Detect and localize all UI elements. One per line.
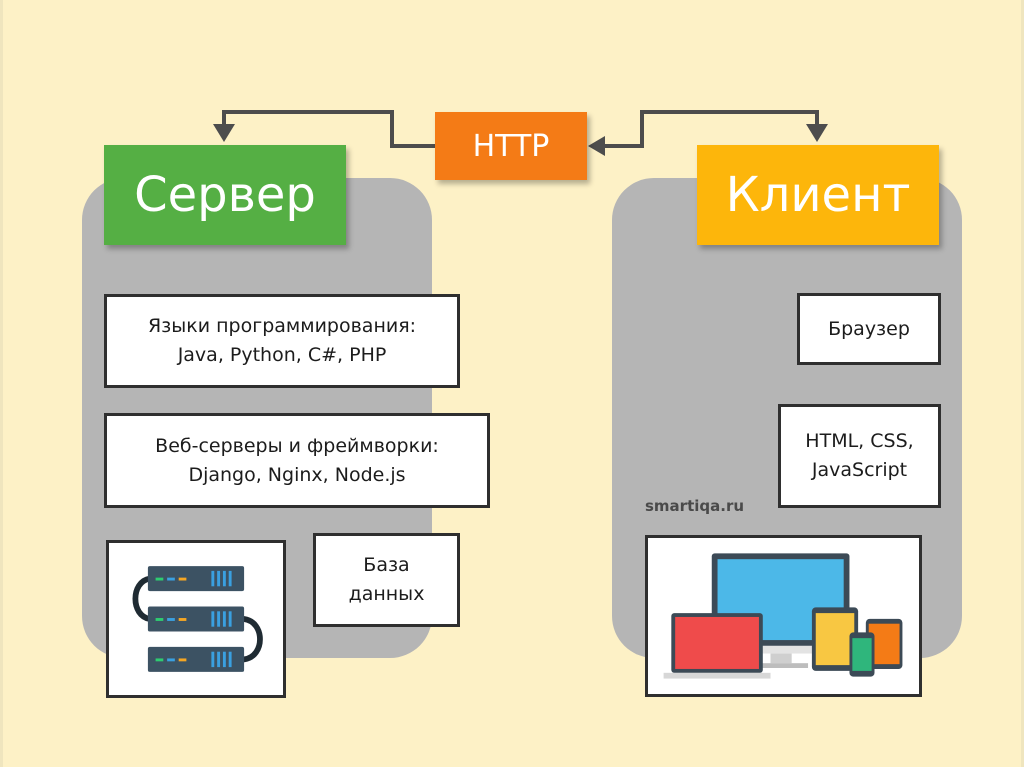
web-tech-box: HTML, CSS, JavaScript (778, 404, 941, 508)
watermark: smartiqa.ru (645, 497, 745, 515)
languages-line-2: Java, Python, C#, PHP (177, 344, 387, 366)
web-tech-line-1: HTML, CSS, (805, 430, 914, 452)
web-tech-line-2: JavaScript (811, 459, 908, 481)
arrow-head-client (806, 124, 828, 142)
devices-illustration (645, 535, 922, 697)
arrow-http-to-server (222, 110, 435, 148)
languages-box: Языки программирования: Java, Python, C#… (104, 294, 460, 388)
arrow-head-http (588, 136, 605, 156)
arrow-head-server (213, 124, 235, 142)
web-servers-box: Веб-серверы и фреймворки: Django, Nginx,… (104, 413, 490, 508)
database-line-1: База (363, 554, 410, 576)
database-box: База данных (313, 533, 460, 627)
server-title: Сервер (104, 145, 346, 245)
server-rack-icon (132, 566, 263, 672)
web-servers-line-2: Django, Nginx, Node.js (188, 463, 406, 486)
browser-box: Браузер (797, 293, 941, 365)
http-label: HTTP (435, 112, 587, 180)
languages-line-1: Языки программирования: (147, 315, 417, 337)
arrow-http-to-client (600, 110, 819, 148)
database-line-2: данных (348, 583, 425, 605)
server-illustration (106, 540, 286, 698)
devices-icon (663, 553, 903, 679)
browser-label: Браузер (828, 317, 910, 340)
web-servers-line-1: Веб-серверы и фреймворки: (155, 434, 439, 457)
client-title: Клиент (697, 145, 939, 245)
